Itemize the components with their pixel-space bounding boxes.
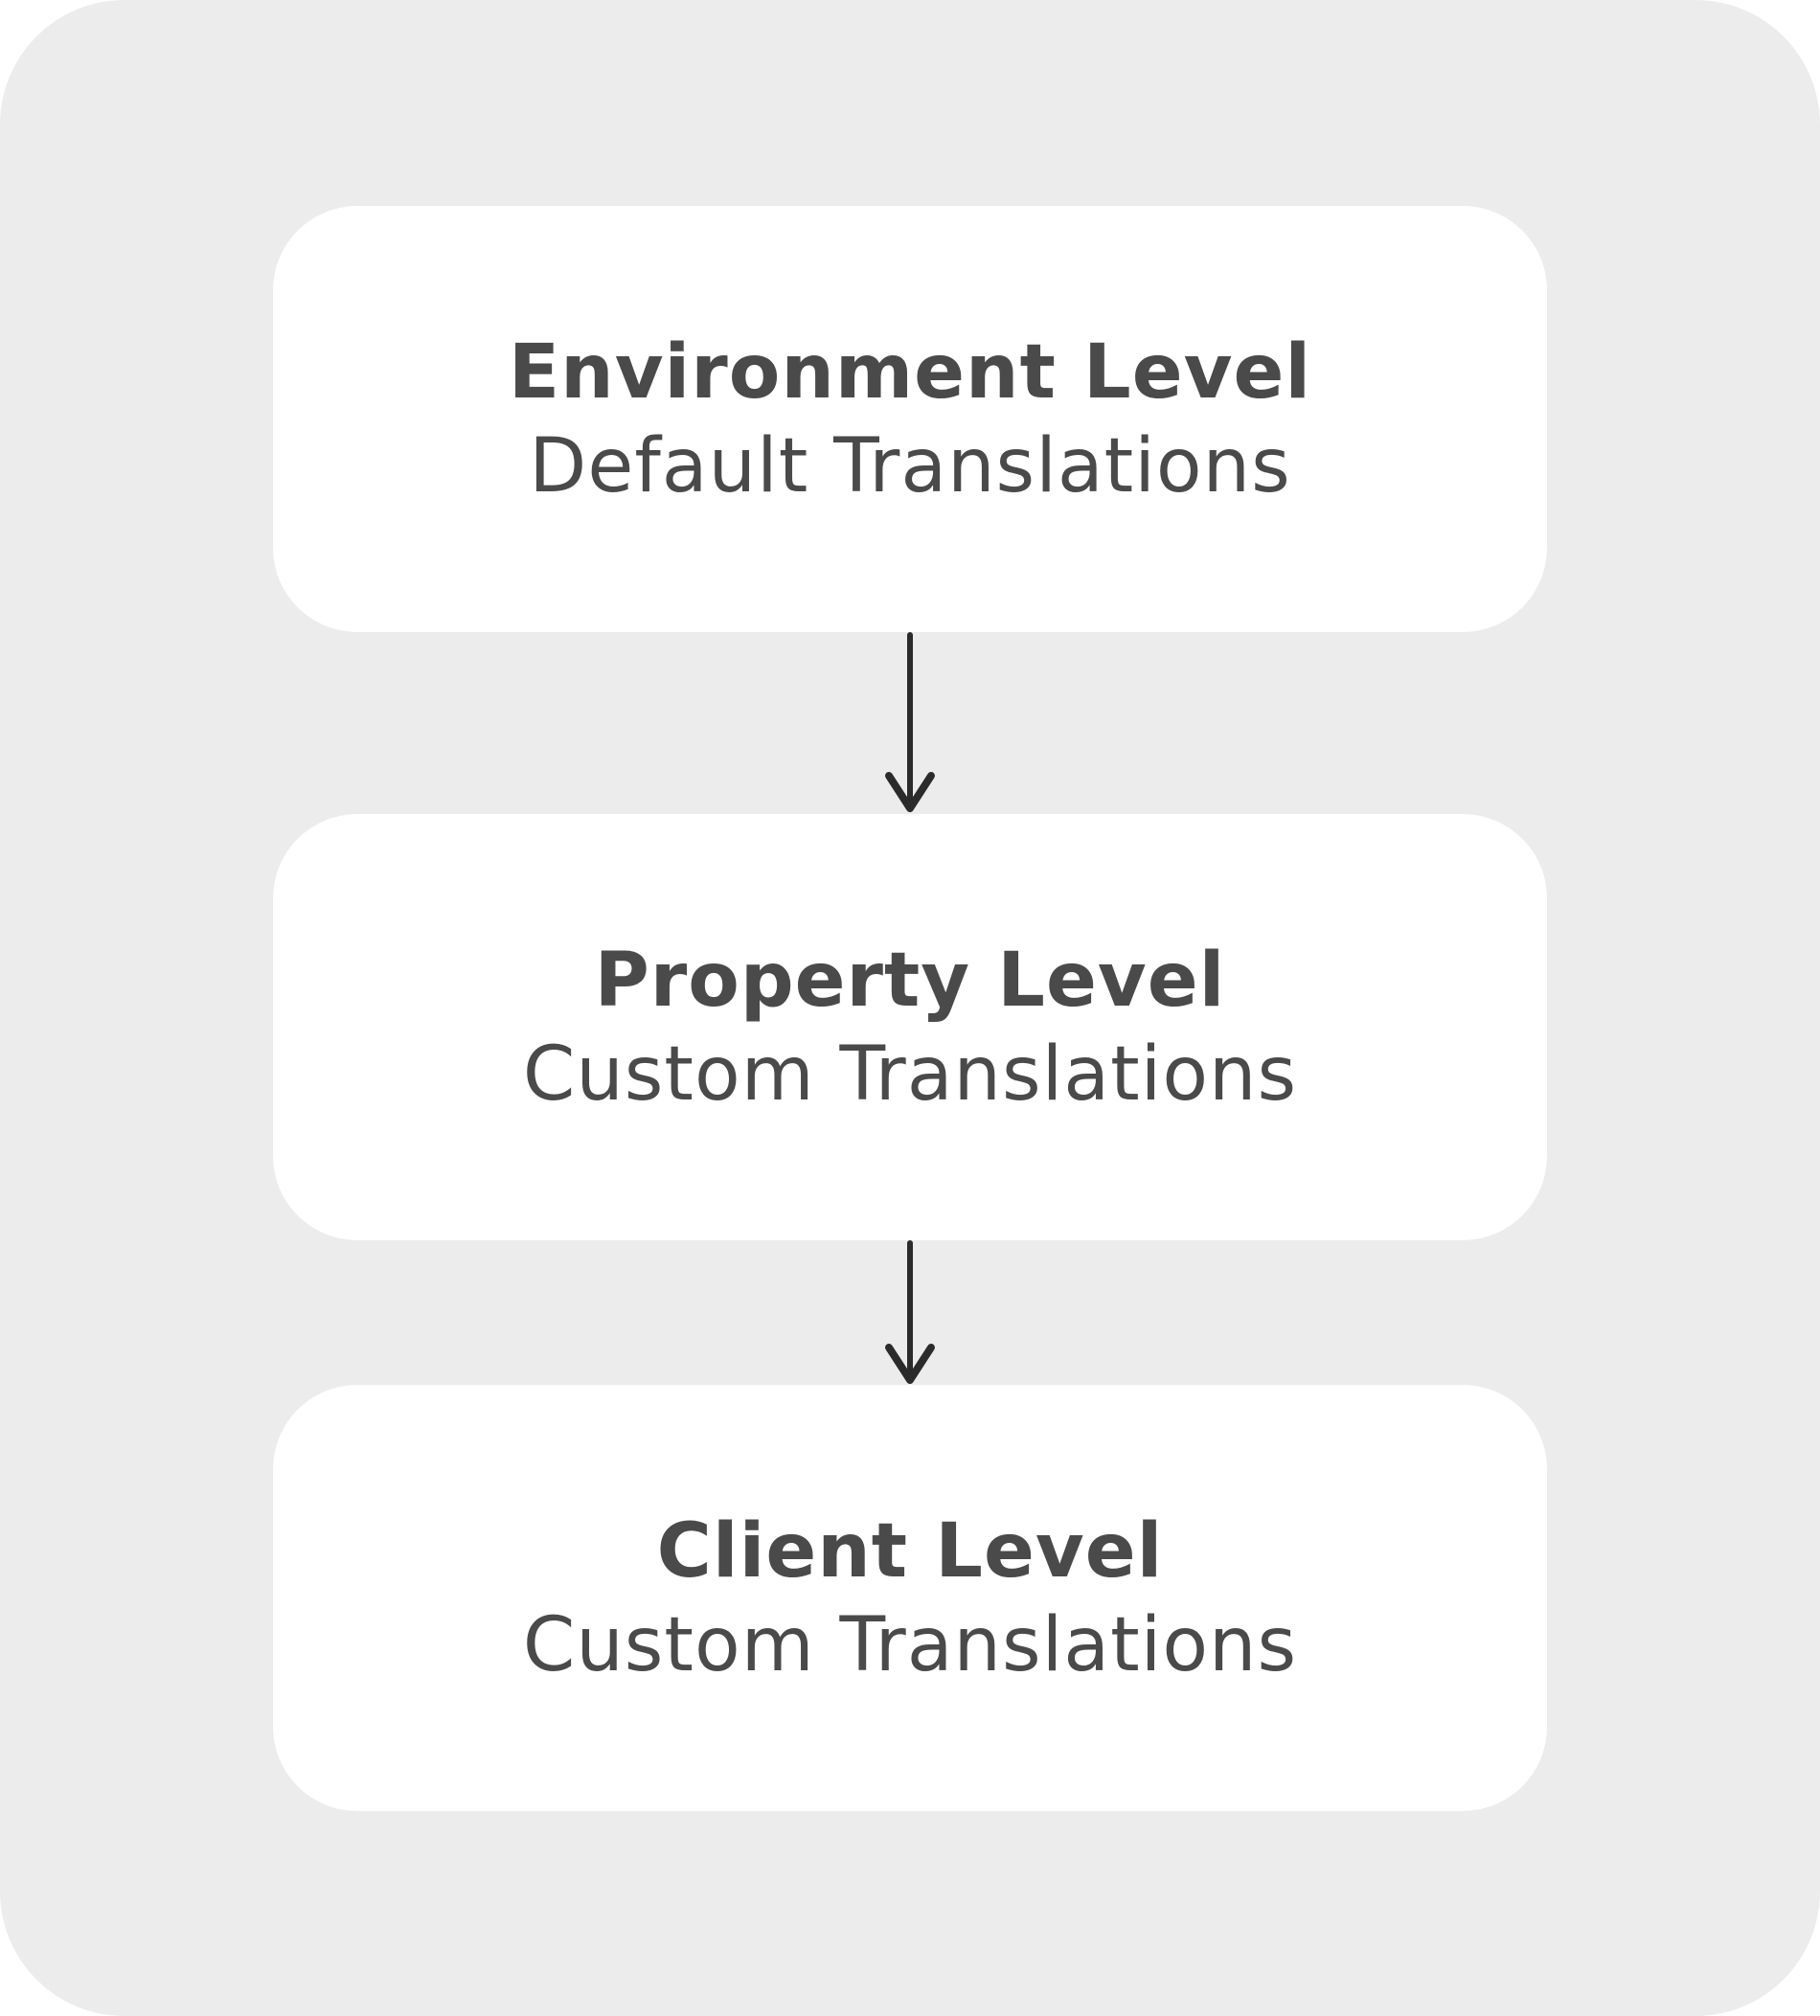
card-client-level: Client Level Custom Translations xyxy=(273,1385,1547,1811)
card-environment-level: Environment Level Default Translations xyxy=(273,206,1547,632)
arrowhead-icon xyxy=(885,772,935,812)
card-title: Client Level xyxy=(656,1507,1164,1595)
arrowhead-icon xyxy=(885,1344,935,1384)
card-subtitle: Default Translations xyxy=(529,422,1291,510)
card-title: Property Level xyxy=(594,937,1226,1024)
arrow-environment-to-property xyxy=(885,632,935,812)
card-title: Environment Level xyxy=(508,328,1312,416)
card-subtitle: Custom Translations xyxy=(522,1031,1298,1118)
arrow-property-to-client xyxy=(885,1240,935,1384)
card-subtitle: Custom Translations xyxy=(522,1601,1298,1688)
card-property-level: Property Level Custom Translations xyxy=(273,814,1547,1240)
